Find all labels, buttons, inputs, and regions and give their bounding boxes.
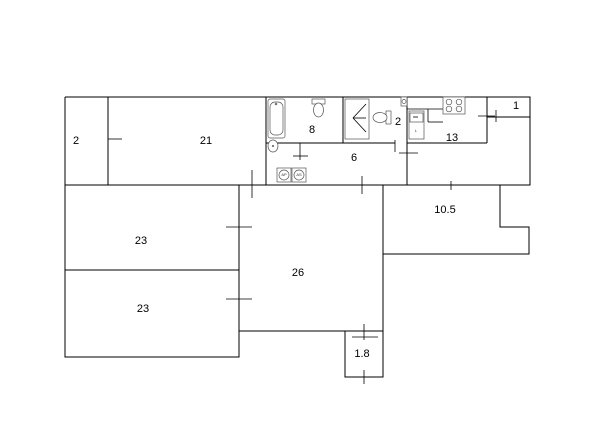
fridge-icon: L: [408, 110, 425, 140]
room-label-j: 26: [292, 267, 304, 279]
outer-walls: [64, 96, 531, 358]
room-label-e: 13: [446, 132, 458, 144]
small-sink-icon: [400, 96, 408, 107]
room-label-k: 23: [137, 303, 149, 315]
upper-block-outline: [64, 96, 531, 358]
dryer-label: AS: [296, 172, 302, 177]
room-label-f: 1: [513, 100, 519, 112]
toilet-icon: [311, 98, 326, 118]
room-label-d: 2: [395, 116, 401, 128]
room-label-l: 1.8: [354, 348, 369, 360]
interior-walls: [65, 97, 530, 378]
room-label-h: 10.5: [434, 204, 455, 216]
washer-label: AP: [281, 172, 287, 177]
fridge-label: L: [415, 128, 418, 133]
washing-machine-icon: AP: [276, 167, 292, 183]
door-markers: [108, 110, 497, 384]
counter-icon: [407, 108, 443, 123]
sink-icon: [267, 139, 279, 153]
room-labels: 2 21 8 2 13 1 6 10.5 23 26 23 1.8: [73, 100, 519, 360]
room-label-c: 8: [309, 124, 315, 136]
room-label-i: 23: [135, 235, 147, 247]
toilet-icon: [372, 110, 392, 125]
room-label-g: 6: [351, 152, 357, 164]
shower-icon: [344, 98, 370, 140]
bathtub-icon: [267, 98, 286, 139]
room-label-a: 2: [73, 135, 79, 147]
room-label-b: 21: [200, 135, 212, 147]
stove-icon: [442, 96, 466, 115]
dryer-icon: AS: [291, 167, 307, 183]
